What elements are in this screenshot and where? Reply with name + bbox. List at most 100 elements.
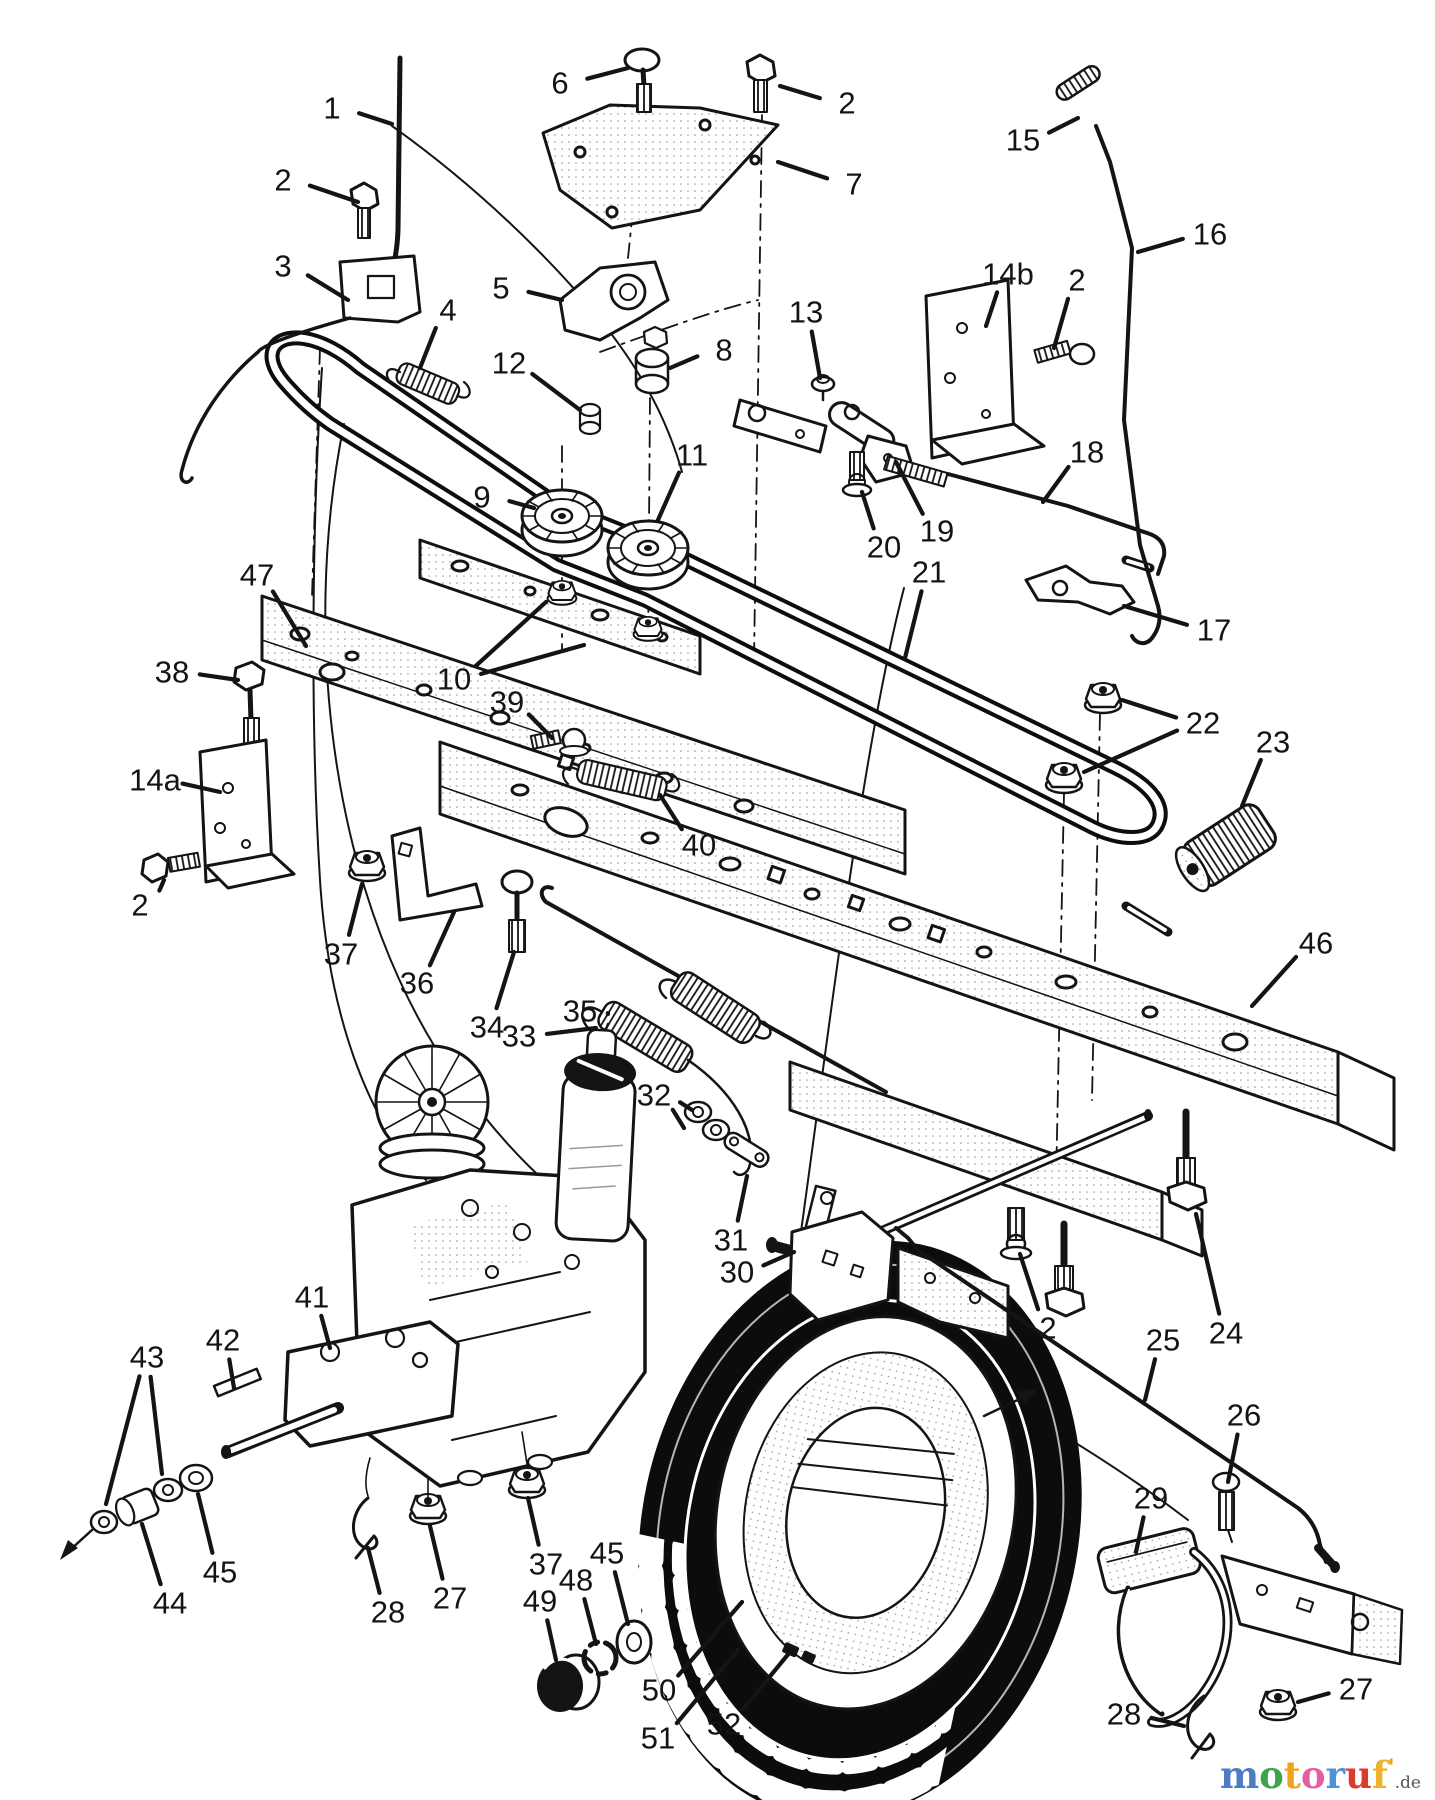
callout-leader [494, 949, 517, 1011]
logo-letter: f [1371, 1753, 1388, 1797]
callout-leader [544, 1025, 599, 1037]
callout-leader [1081, 728, 1180, 775]
drive-belt [264, 330, 1168, 845]
callout-leader [417, 325, 438, 371]
callout-51: 51 [641, 1721, 675, 1756]
callout-leader [1149, 1715, 1187, 1729]
callout-leader [657, 792, 684, 832]
callout-leader [305, 273, 351, 303]
top-plate-group [541, 47, 780, 436]
callout-16: 16 [1193, 217, 1227, 252]
motoruf-watermark[interactable]: motoruf'.de [1220, 1757, 1421, 1794]
callout-19: 19 [920, 514, 954, 549]
callout-leader [667, 354, 700, 371]
callout-leader [526, 712, 555, 741]
damper [554, 1028, 637, 1243]
callout-leader [902, 589, 924, 661]
callout-leader [148, 1374, 165, 1477]
callout-leader [775, 159, 830, 181]
callout-leader [674, 1647, 741, 1726]
logo-letter: u [1345, 1753, 1372, 1797]
callout-leader [1051, 296, 1071, 351]
callout-leader [1133, 1515, 1146, 1555]
callout-29: 29 [1134, 1481, 1168, 1516]
transaxle-group [60, 1028, 653, 1712]
callout-leader [1239, 757, 1263, 809]
callout-48: 48 [559, 1563, 593, 1598]
callout-leader [227, 1357, 237, 1391]
callout-leader [1225, 1432, 1240, 1485]
callout-28: 28 [371, 1595, 405, 1630]
callout-leader [761, 1249, 797, 1268]
callout-30: 30 [720, 1255, 754, 1290]
callout-22: 22 [1186, 706, 1220, 741]
callout-37: 37 [324, 937, 358, 972]
callout-leader [735, 1173, 750, 1223]
callout-leader [139, 1521, 163, 1587]
callout-42: 42 [206, 1323, 240, 1358]
callout-9: 9 [473, 480, 490, 515]
logo-letter: t [1283, 1753, 1301, 1797]
callout-18: 18 [1070, 435, 1104, 470]
callout-2: 2 [1039, 1311, 1056, 1346]
callout-21: 21 [912, 555, 946, 590]
callout-leader [319, 1313, 333, 1351]
callout-17: 17 [1197, 613, 1231, 648]
callout-45: 45 [203, 1555, 237, 1590]
idler-pulleys [520, 488, 690, 591]
callout-25: 25 [1146, 1323, 1180, 1358]
callout-28: 28 [1107, 1697, 1141, 1732]
callout-38: 38 [155, 655, 189, 690]
callout-leader [670, 1107, 687, 1131]
callout-1: 1 [323, 91, 340, 126]
logo-letter: o [1300, 1753, 1326, 1797]
callout-leader [103, 1374, 142, 1507]
callout-leader [270, 589, 309, 649]
callout-leader [582, 1596, 599, 1647]
callout-leader [612, 1570, 631, 1627]
callout-leader [507, 499, 537, 511]
logo-letter: m [1219, 1753, 1260, 1797]
callout-26: 26 [1227, 1398, 1261, 1433]
callout-layer: 123456278121391110473814a239403736343335… [103, 65, 1373, 1756]
callout-12: 12 [492, 346, 526, 381]
callout-leader [585, 65, 631, 81]
logo-letter: o [1259, 1753, 1284, 1797]
center-linkage-group [539, 579, 1153, 1340]
left-mount-group [140, 660, 681, 953]
callout-leader [1295, 1691, 1331, 1705]
callout-6: 6 [551, 66, 568, 101]
callout-27: 27 [433, 1581, 467, 1616]
callout-leader [530, 371, 583, 413]
callout-52: 52 [707, 1707, 741, 1742]
callout-15: 15 [1006, 123, 1040, 158]
callout-27: 27 [1339, 1672, 1373, 1707]
callout-34: 34 [470, 1010, 504, 1045]
callout-2: 2 [1068, 263, 1085, 298]
callout-leader [427, 1523, 445, 1581]
callout-leader [473, 599, 549, 669]
logo-letter: r [1325, 1753, 1346, 1797]
callout-leader [655, 470, 682, 523]
callout-2: 2 [131, 888, 148, 923]
callout-3: 3 [274, 249, 291, 284]
callout-45: 45 [590, 1536, 624, 1571]
callout-11: 11 [676, 438, 708, 473]
callout-leader [777, 83, 823, 101]
callout-36: 36 [400, 966, 434, 1001]
logo-tick: ' [1387, 1755, 1395, 1781]
callout-leader [195, 1491, 215, 1555]
callout-leader [526, 289, 565, 303]
callout-leader [983, 290, 1000, 329]
callout-5: 5 [492, 271, 509, 306]
callout-24: 24 [1209, 1316, 1243, 1351]
callout-39: 39 [490, 685, 524, 720]
callout-7: 7 [845, 167, 862, 202]
callout-leader [357, 111, 395, 127]
callout-leader [859, 489, 876, 531]
callout-leader [545, 1618, 559, 1663]
callout-35: 35 [563, 994, 597, 1029]
callout-40: 40 [682, 828, 716, 863]
